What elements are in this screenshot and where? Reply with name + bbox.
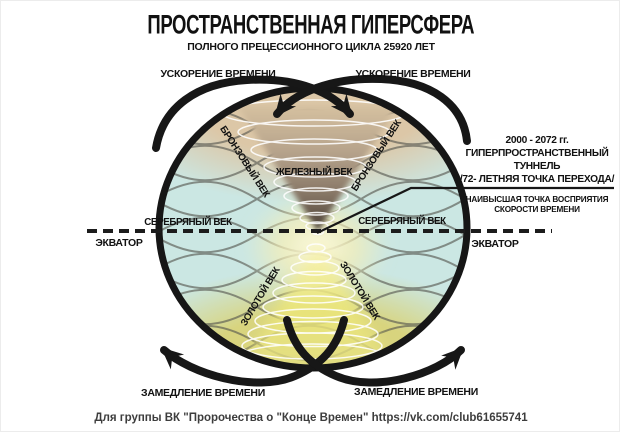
title-text: ПРОСТРАНСТВЕННАЯ ГИПЕРСФЕРА bbox=[147, 9, 475, 41]
bronze-cap bbox=[159, 88, 467, 204]
footer-credit: Для группы ВК "Пророчества о "Конце Врем… bbox=[94, 412, 528, 424]
annotation-pointer-line bbox=[316, 186, 614, 234]
label-deceleration-left: ЗАМЕДЛЕНИЕ ВРЕМЕНИ bbox=[141, 386, 265, 399]
annotation-line2: ГИПЕРПРОСТРАНСТВЕННЫЙ bbox=[465, 148, 609, 159]
label-equator-right: ЭКВАТОР bbox=[471, 237, 519, 250]
hyperspace-tunnel-annotation: 2000 - 2072 гг. ГИПЕРПРОСТРАНСТВЕННЫЙ ТУ… bbox=[453, 134, 619, 215]
annotation-line3: ТУННЕЛЬ bbox=[513, 161, 561, 172]
arrow-bottom-left bbox=[160, 316, 348, 387]
annotation-line6: СКОРОСТИ ВРЕМЕНИ bbox=[494, 205, 580, 214]
annotation-line4: /72- ЛЕТНЯЯ ТОЧКА ПЕРЕХОДА/ bbox=[459, 174, 615, 185]
label-iron-age: ЖЕЛЕЗНЫЙ ВЕК bbox=[275, 167, 353, 179]
label-silver-age-right: СЕРЕБРЯНЫЙ ВЕК bbox=[358, 216, 446, 228]
page-subtitle: ПОЛНОГО ПРЕЦЕССИОННОГО ЦИКЛА 25920 ЛЕТ bbox=[187, 41, 435, 53]
upper-vortex-cone bbox=[237, 105, 398, 232]
label-acceleration-right: УСКОРЕНИЕ ВРЕМЕНИ bbox=[355, 67, 471, 80]
time-flow-arrows bbox=[152, 74, 471, 387]
label-equator-left: ЭКВАТОР bbox=[95, 236, 143, 249]
label-silver-age-left: СЕРЕБРЯНЫЙ ВЕК bbox=[144, 217, 232, 229]
label-acceleration-left: УСКОРЕНИЕ ВРЕМЕНИ bbox=[160, 67, 276, 80]
annotation-years: 2000 - 2072 гг. bbox=[505, 135, 569, 146]
arrow-top-right bbox=[273, 74, 471, 145]
annotation-line5: НАИВЫСШАЯ ТОЧКА ВОСПРИЯТИЯ bbox=[465, 195, 609, 204]
arrow-bottom-right bbox=[283, 316, 465, 387]
label-deceleration-right: ЗАМЕДЛЕНИЕ ВРЕМЕНИ bbox=[354, 385, 478, 398]
page-title: ПРОСТРАНСТВЕННАЯ ГИПЕРСФЕРА bbox=[1, 9, 619, 41]
gold-cap bbox=[159, 267, 467, 368]
arrow-top-left bbox=[152, 75, 354, 152]
sphere-interior bbox=[159, 88, 467, 368]
